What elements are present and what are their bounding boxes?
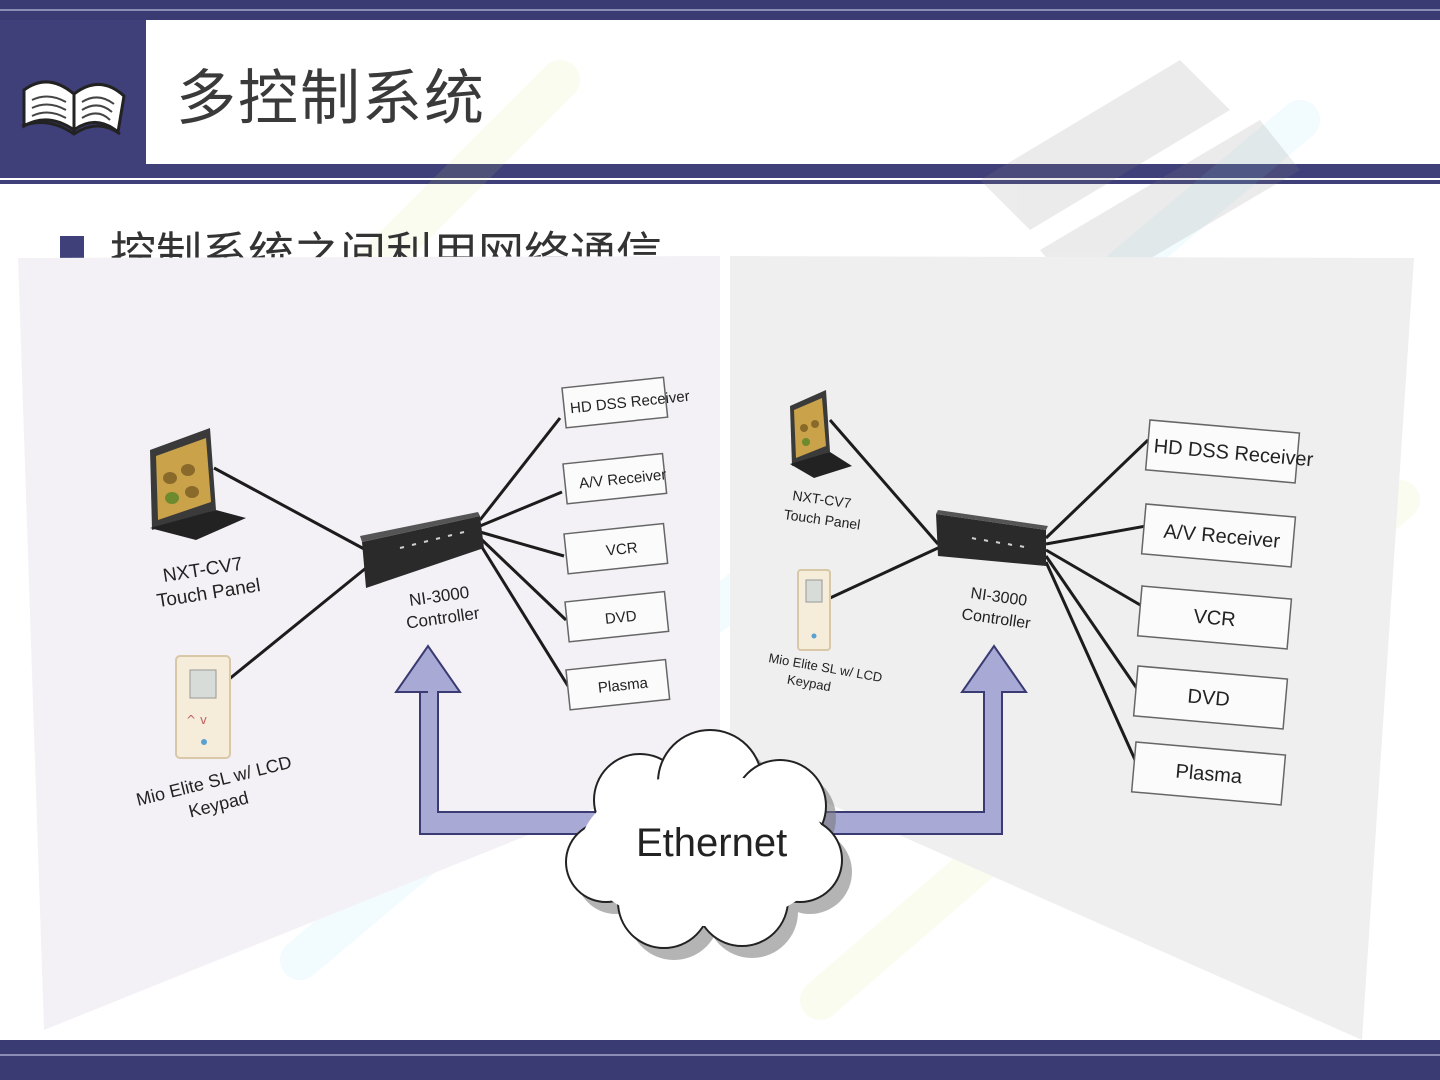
- device-label-dvd: DVD: [604, 608, 637, 628]
- device-box-plasma: Plasma: [1130, 741, 1287, 806]
- device-box-dvd: DVD: [1132, 665, 1289, 730]
- ethernet-label: Ethernet: [636, 821, 787, 865]
- header-icon-box: [0, 20, 149, 164]
- device-label-vcr: VCR: [1193, 606, 1237, 632]
- device-label-plasma: Plasma: [597, 674, 649, 696]
- device-box-vcr: VCR: [563, 522, 669, 575]
- keypad-icon: [797, 569, 831, 651]
- device-box-av-receiver: A/V Receiver: [562, 452, 668, 505]
- device-label-vcr: VCR: [605, 539, 638, 559]
- ethernet-cloud: Ethernet: [565, 729, 852, 960]
- device-box-av-receiver: A/V Receiver: [1140, 503, 1297, 568]
- ethernet-arrows: [394, 644, 1028, 835]
- touch-panel-icon: [790, 390, 852, 478]
- device-box-vcr: VCR: [1136, 585, 1293, 650]
- controller-icon: [936, 510, 1048, 566]
- device-label-dvd: DVD: [1187, 685, 1231, 711]
- bullet-marker: [60, 236, 84, 260]
- device-box-hd-dss: HD DSS Receiver: [561, 376, 690, 429]
- right-system: NXT-CV7 Touch Panel Mio Elite SL w/ LCD …: [767, 390, 1314, 806]
- header-rule-thin: [0, 180, 1440, 184]
- keypad-icon: ^ v: [175, 655, 231, 759]
- open-book-icon: [21, 80, 126, 136]
- slide-title: 多控制系统: [176, 64, 486, 134]
- left-uplink-arrow: [394, 644, 601, 835]
- svg-text:^ v: ^ v: [186, 713, 207, 727]
- right-uplink-arrow: [819, 644, 1028, 835]
- device-box-plasma: Plasma: [565, 658, 671, 711]
- top-band: [0, 0, 1440, 20]
- header-rule: [0, 164, 1440, 178]
- device-box-dvd: DVD: [564, 590, 670, 643]
- right-system-panel: [730, 256, 1414, 1040]
- header-band: [0, 20, 1440, 164]
- controller-icon: [360, 512, 484, 588]
- device-box-hd-dss: HD DSS Receiver: [1144, 419, 1314, 484]
- touch-panel-icon: [150, 428, 246, 540]
- bottom-band: [0, 1040, 1440, 1080]
